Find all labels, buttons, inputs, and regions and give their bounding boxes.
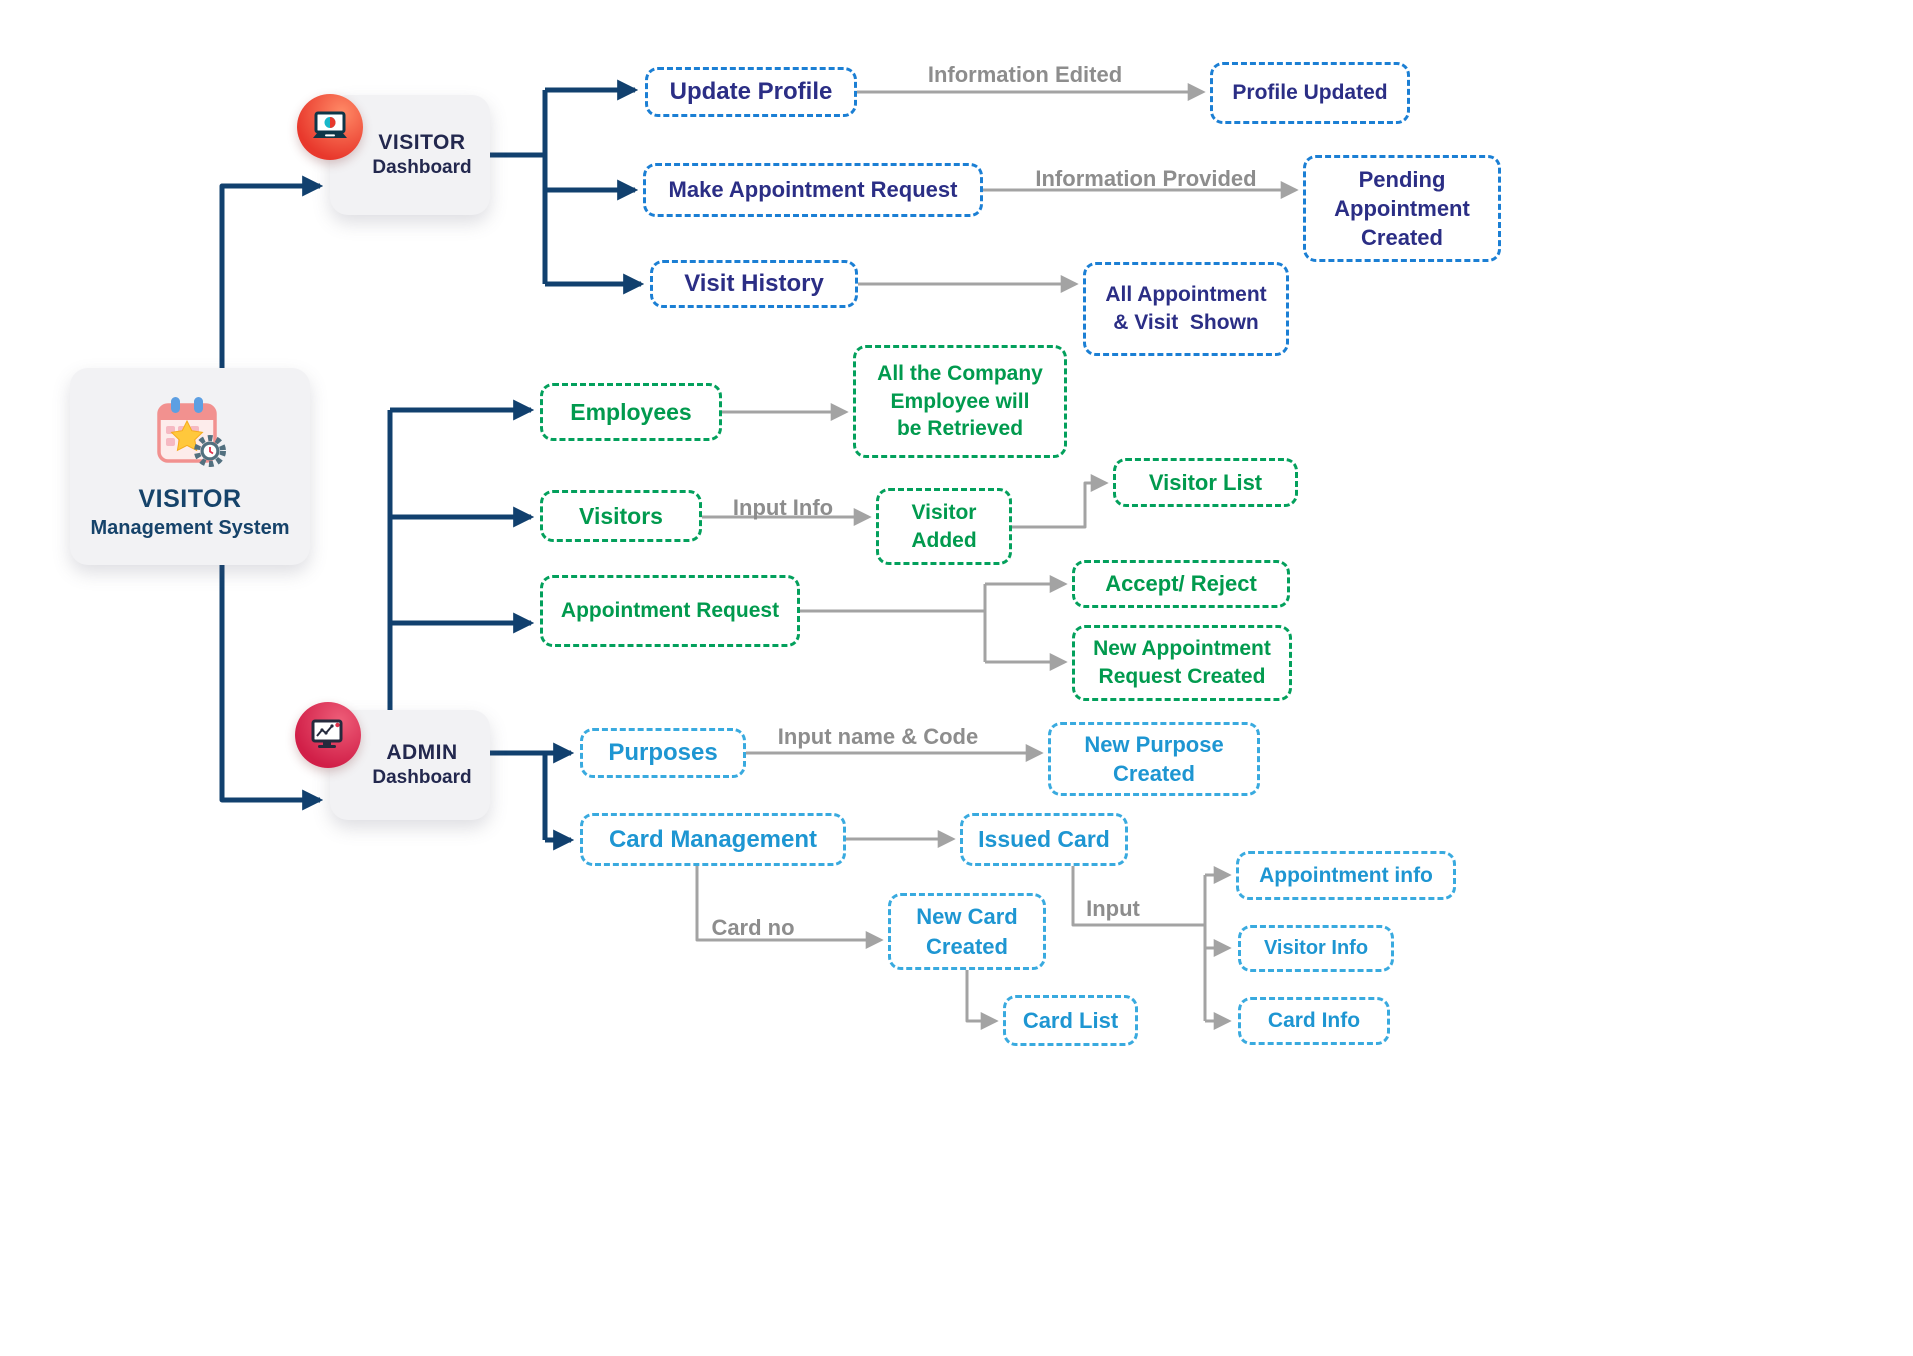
calendar-gear-icon <box>157 397 226 467</box>
edge-root-to-admin-dashboard <box>219 565 324 811</box>
node-appointment-request: Appointment Request <box>540 575 800 647</box>
node-visitors: Visitors <box>540 490 702 542</box>
flow-new-card-to-card-list <box>965 970 999 1030</box>
edge-label-information-edited: Information Edited <box>927 62 1123 87</box>
node-all-company-employees-retrieved: All the Company Employee will be Retriev… <box>853 345 1067 458</box>
node-profile-updated: Profile Updated <box>1210 62 1410 124</box>
node-card-list: Card List <box>1003 995 1138 1046</box>
admin-dashboard-subtitle: Dashboard <box>372 767 472 788</box>
edge-label-input-name-code: Input name & Code <box>777 724 979 749</box>
node-update-profile: Update Profile <box>645 67 857 117</box>
node-issued-card: Issued Card <box>960 813 1128 866</box>
node-new-appointment-request-created: New Appointment Request Created <box>1072 625 1292 701</box>
node-all-appointment-visit-shown: All Appointment & Visit Shown <box>1083 262 1289 356</box>
admin-dashboard-badge <box>295 702 361 768</box>
node-make-appointment-request: Make Appointment Request <box>643 163 983 217</box>
visitor-dashboard-badge <box>297 94 363 160</box>
node-purposes: Purposes <box>580 728 746 778</box>
node-accept-reject: Accept/ Reject <box>1072 560 1290 608</box>
node-employees: Employees <box>540 383 722 441</box>
flow-card-management-to-new-card <box>695 866 884 949</box>
node-pending-appointment-created: Pending Appointment Created <box>1303 155 1501 262</box>
node-new-card-created: New Card Created <box>888 893 1046 970</box>
node-visit-history: Visit History <box>650 260 858 308</box>
node-visitor-list: Visitor List <box>1113 458 1298 507</box>
node-visitor-added: Visitor Added <box>876 488 1012 565</box>
flow-visitor-added-to-visitor-list <box>1012 474 1109 529</box>
edge-label-card-no: Card no <box>711 915 795 940</box>
admin-dashboard-title: ADMIN <box>386 741 458 764</box>
tree-connectors <box>219 79 645 851</box>
root-node: VISITOR Management System <box>70 368 310 565</box>
laptop-chart-icon <box>313 111 347 138</box>
flow-connectors <box>695 83 1299 1030</box>
monitor-chart-icon <box>311 719 343 748</box>
visitor-dashboard-subtitle: Dashboard <box>372 157 472 178</box>
edge-label-input-info: Input Info <box>732 495 834 520</box>
edge-root-to-visitor-dashboard <box>219 175 324 368</box>
root-title: VISITOR <box>138 485 242 513</box>
node-card-info: Card Info <box>1238 997 1390 1045</box>
flow-issued-card-stub <box>1071 866 1205 927</box>
root-subtitle: Management System <box>90 517 290 539</box>
visitor-dashboard-title: VISITOR <box>378 131 466 154</box>
node-new-purpose-created: New Purpose Created <box>1048 722 1260 796</box>
node-appointment-info: Appointment info <box>1236 851 1456 900</box>
node-visitor-info: Visitor Info <box>1238 925 1394 972</box>
edge-label-information-provided: Information Provided <box>1035 166 1257 191</box>
edge-label-input: Input <box>1086 896 1140 921</box>
node-card-management: Card Management <box>580 813 846 866</box>
